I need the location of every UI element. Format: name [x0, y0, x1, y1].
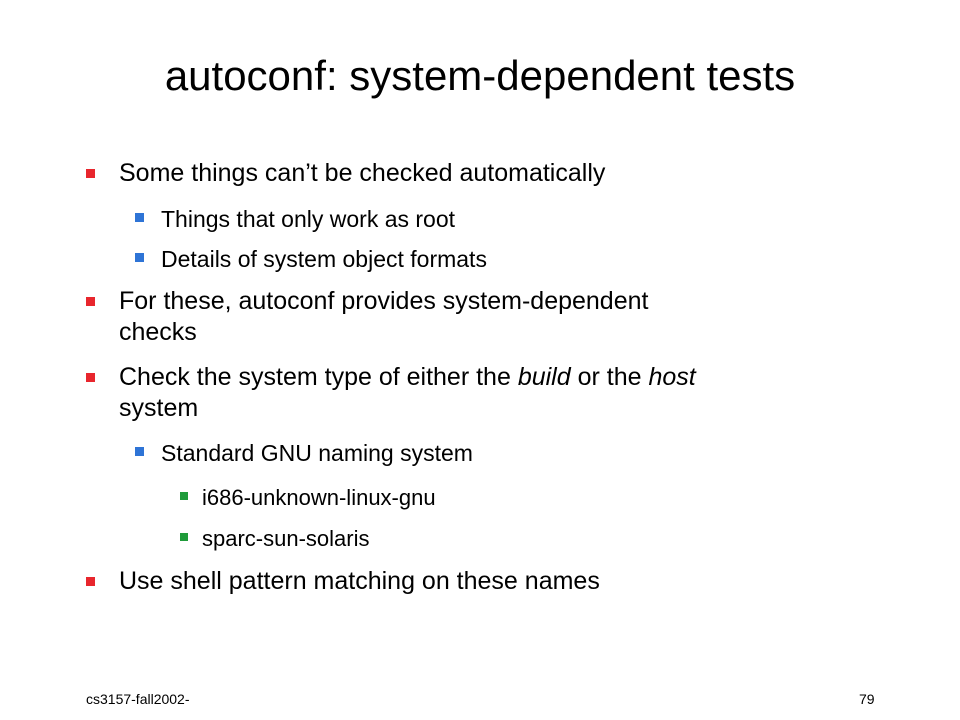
square-bullet-icon	[180, 533, 188, 541]
bullet-text: Things that only work as root	[161, 206, 456, 232]
footer-page-number: 79	[859, 691, 875, 707]
bullet-text-continued: checks	[119, 318, 197, 346]
square-bullet-icon	[86, 169, 95, 178]
bullet-text: Check the system type of either the buil…	[119, 362, 696, 393]
bullet-text: For these, autoconf provides system-depe…	[119, 287, 649, 315]
emphasis-host: host	[648, 363, 696, 391]
bullet-text: Details of system object formats	[161, 246, 487, 272]
square-bullet-icon	[180, 492, 188, 500]
footer-course-label: cs3157-fall2002-	[86, 691, 190, 707]
bullet-text: Some things can’t be checked automatical…	[119, 159, 606, 187]
bullet-text: Use shell pattern matching on these name…	[119, 567, 600, 595]
square-bullet-icon	[86, 373, 95, 382]
slide-title: autoconf: system-dependent tests	[164, 52, 796, 99]
bullet-text: sparc-sun-solaris	[202, 526, 370, 551]
bullet-text-part: or the	[570, 363, 649, 391]
square-bullet-icon	[135, 253, 144, 262]
bullet-text: Standard GNU naming system	[161, 440, 473, 466]
square-bullet-icon	[135, 447, 144, 456]
square-bullet-icon	[86, 297, 95, 306]
bullet-text: i686-unknown-linux-gnu	[202, 485, 436, 510]
square-bullet-icon	[135, 213, 144, 222]
emphasis-build: build	[517, 363, 571, 391]
square-bullet-icon	[86, 577, 95, 586]
bullet-text-continued: system	[119, 394, 199, 422]
bullet-text-part: Check the system type of either the	[119, 363, 518, 391]
